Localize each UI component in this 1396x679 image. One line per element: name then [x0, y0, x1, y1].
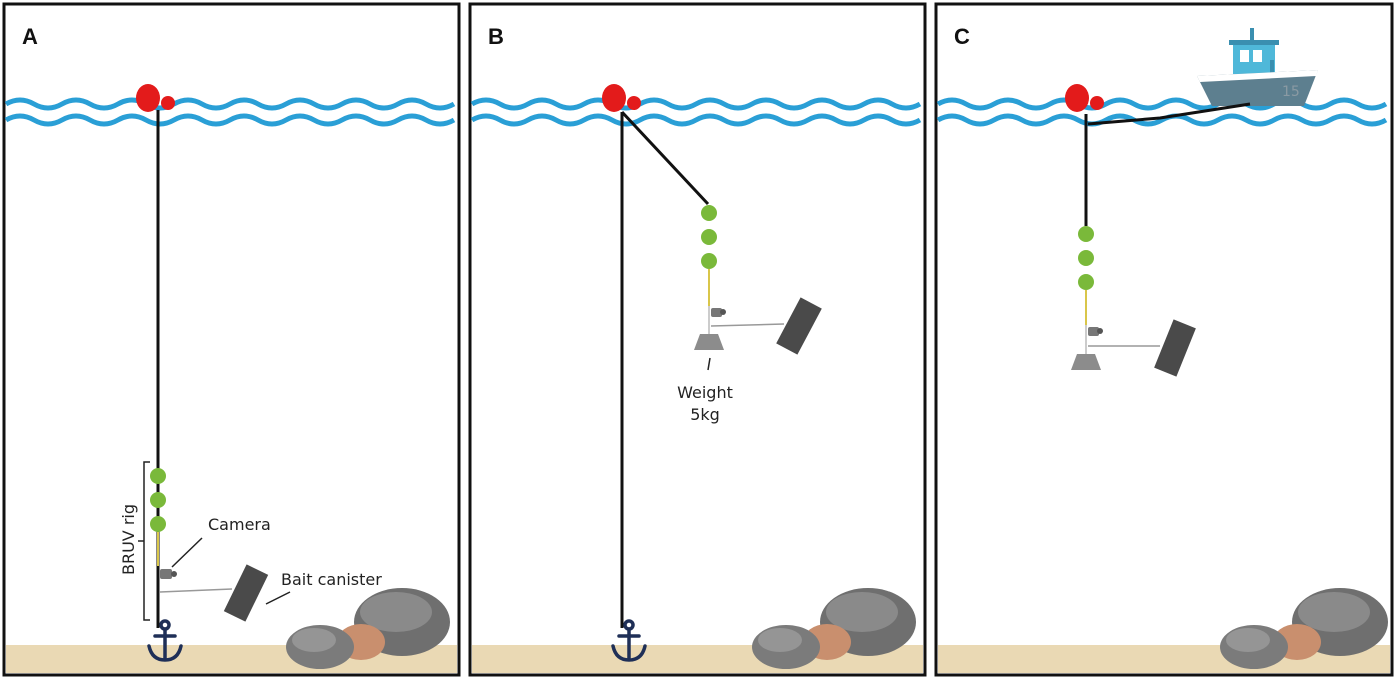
anchor-icon: [147, 619, 183, 662]
water-surface-wave: [936, 97, 1388, 111]
camera-callout-line: [171, 537, 203, 568]
water-surface-wave: [4, 113, 456, 127]
rock-icon: [752, 588, 916, 669]
camera-label: Camera: [208, 515, 271, 534]
water-surface-wave: [936, 113, 1388, 127]
rig-line: [620, 110, 710, 206]
water-surface-wave: [470, 97, 922, 111]
float-icon: [1078, 226, 1094, 290]
water-surface-wave: [470, 113, 922, 127]
tow-line: [1087, 102, 1251, 126]
weight-label: Weight: [677, 383, 733, 402]
panel-a: A BRUV rig: [2, 2, 461, 677]
weight-icon: [694, 334, 724, 350]
bait-canister-icon: [776, 297, 822, 355]
panel-c: C 15: [934, 2, 1394, 677]
buoy-icon: [136, 84, 175, 112]
bait-arm: [710, 323, 785, 327]
panel-b: B Weight: [468, 2, 927, 677]
panel-b-letter: B: [488, 24, 504, 49]
camera-icon: [711, 308, 726, 317]
bait-callout-line: [265, 591, 291, 605]
float-icon: [701, 205, 717, 269]
camera-icon: [160, 569, 177, 579]
rock-icon: [1220, 588, 1388, 669]
camera-icon: [1088, 327, 1103, 336]
boat-number: 15: [1282, 84, 1300, 100]
weight-callout-line: [707, 357, 711, 371]
bait-canister-icon: [223, 564, 269, 622]
boat-icon: 15: [1197, 28, 1318, 106]
bait-canister-label: Bait canister: [281, 570, 382, 589]
buoy-icon: [1065, 84, 1104, 112]
bait-arm: [159, 588, 233, 593]
weight-icon: [1071, 354, 1101, 370]
rock-icon: [286, 588, 450, 669]
buoy-icon: [602, 84, 641, 112]
float-icon: [150, 468, 166, 532]
anchor-icon: [611, 619, 647, 662]
water-surface-wave: [4, 97, 456, 111]
panel-a-letter: A: [22, 24, 38, 49]
panel-c-letter: C: [954, 24, 970, 49]
bait-canister-icon: [1154, 319, 1196, 377]
bruv-rig-label: BRUV rig: [119, 504, 138, 575]
weight-value-label: 5kg: [690, 405, 720, 424]
